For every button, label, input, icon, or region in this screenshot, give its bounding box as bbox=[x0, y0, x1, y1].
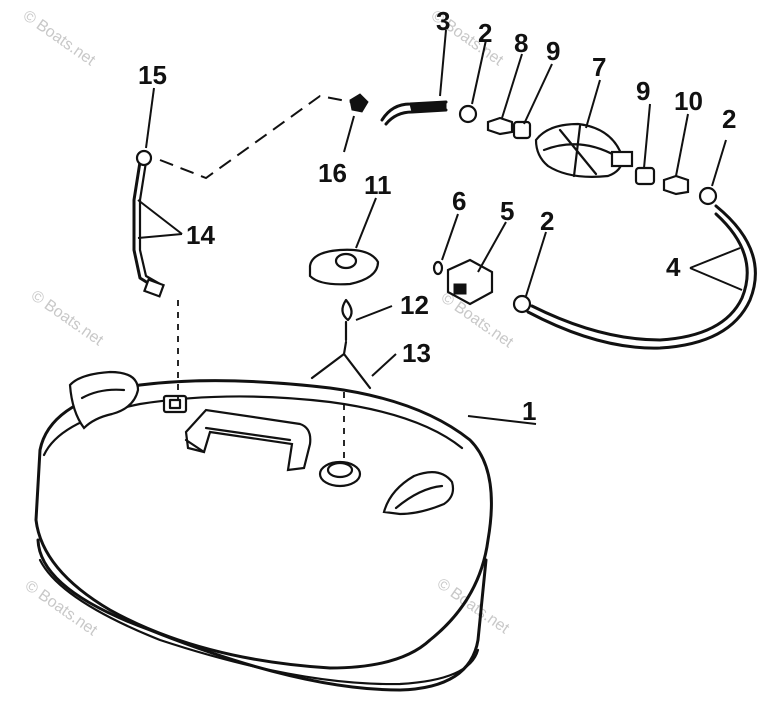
valve-10 bbox=[662, 174, 690, 196]
tank-base-inner bbox=[38, 558, 480, 686]
fuel-pickup-tube bbox=[132, 149, 179, 400]
cap-chain bbox=[341, 298, 353, 342]
leader-9b bbox=[643, 103, 651, 169]
callout-9b: 9 bbox=[636, 76, 650, 106]
leader-16 bbox=[343, 115, 355, 153]
watermark-6: © Boats.net bbox=[434, 575, 513, 637]
callout-6: 6 bbox=[452, 186, 466, 216]
leader-14b bbox=[137, 233, 183, 239]
primer-bulb bbox=[534, 122, 624, 178]
tank-handle bbox=[184, 408, 312, 472]
leader-11 bbox=[355, 197, 377, 249]
leader-2b bbox=[711, 139, 727, 187]
leader-lines bbox=[137, 29, 743, 425]
leader-1 bbox=[467, 415, 537, 425]
o-ring-6 bbox=[432, 260, 444, 276]
watermark-3: © Boats.net bbox=[28, 287, 107, 349]
watermark-1: © Boats.net bbox=[20, 7, 99, 69]
pickup-tube-outer bbox=[138, 160, 162, 286]
tank-fill-neck-inner bbox=[326, 461, 354, 479]
callout-9a: 9 bbox=[546, 36, 560, 66]
callout-14: 14 bbox=[186, 220, 215, 250]
callout-3: 3 bbox=[436, 6, 450, 36]
callout-8: 8 bbox=[514, 28, 528, 58]
leader-4a bbox=[689, 267, 743, 291]
callout-1: 1 bbox=[522, 396, 536, 426]
pickup-screen bbox=[143, 278, 165, 298]
tank-gauge-port-inner bbox=[168, 398, 182, 410]
primer-assembly bbox=[380, 100, 757, 350]
tank-left-boss bbox=[68, 370, 140, 430]
callout-16: 16 bbox=[318, 158, 347, 188]
leader-6 bbox=[441, 213, 459, 261]
fitting-9b bbox=[634, 166, 656, 186]
connector-5-tab bbox=[453, 283, 467, 295]
callout-5: 5 bbox=[500, 196, 514, 226]
leader-9a bbox=[523, 63, 553, 125]
callout-2a: 2 bbox=[478, 18, 492, 48]
hose-3-fill bbox=[409, 101, 447, 113]
tank-handle-inner bbox=[184, 426, 292, 454]
leader-14a bbox=[137, 199, 183, 235]
leader-4b bbox=[689, 247, 741, 269]
pickup-tube bbox=[132, 160, 158, 290]
hose-4-inner bbox=[530, 212, 749, 342]
callout-13: 13 bbox=[402, 338, 431, 368]
leader-2c bbox=[525, 231, 547, 297]
cap-knob bbox=[334, 252, 358, 270]
leader-12 bbox=[355, 305, 393, 321]
callout-2b: 2 bbox=[722, 104, 736, 134]
clip bbox=[310, 340, 372, 390]
pickup-elbow bbox=[135, 149, 153, 167]
connector-16 bbox=[349, 93, 369, 113]
callout-4: 4 bbox=[666, 252, 681, 282]
leader-7 bbox=[585, 79, 601, 129]
hose-4-outer bbox=[526, 204, 757, 350]
callout-12: 12 bbox=[400, 290, 429, 320]
clamp-2c bbox=[512, 294, 532, 314]
callout-15: 15 bbox=[138, 60, 167, 90]
fitting-9a bbox=[512, 120, 532, 140]
filler-cap bbox=[308, 248, 380, 460]
primer-outlet bbox=[610, 150, 634, 168]
connector-16-body bbox=[349, 93, 369, 113]
clamp-2a bbox=[458, 104, 478, 124]
leader-8 bbox=[501, 53, 523, 119]
leader-13 bbox=[371, 353, 397, 377]
callout-7: 7 bbox=[592, 52, 606, 82]
elbow-to-connector-dash bbox=[159, 94, 353, 180]
fuel-tank bbox=[34, 370, 493, 692]
callout-10: 10 bbox=[674, 86, 703, 116]
leader-15 bbox=[145, 87, 155, 149]
valve-8 bbox=[486, 116, 514, 136]
clamp-2b bbox=[698, 186, 718, 206]
callout-11: 11 bbox=[364, 170, 392, 200]
tank-gauge-port bbox=[162, 394, 188, 414]
leader-2a bbox=[471, 39, 487, 105]
leader-3 bbox=[439, 29, 447, 97]
leader-5 bbox=[477, 221, 507, 273]
leader-10 bbox=[675, 113, 689, 177]
primer-bulb-ribs bbox=[542, 124, 618, 178]
callout-labels: 1 2 2 2 3 4 5 6 7 8 9 9 10 11 12 13 14 1… bbox=[138, 6, 736, 426]
tank-fill-neck bbox=[318, 460, 362, 488]
callout-2c: 2 bbox=[540, 206, 554, 236]
tank-left-boss-inner bbox=[80, 388, 126, 400]
tank-right-boss-inner bbox=[394, 484, 444, 510]
tank-body bbox=[34, 379, 493, 670]
